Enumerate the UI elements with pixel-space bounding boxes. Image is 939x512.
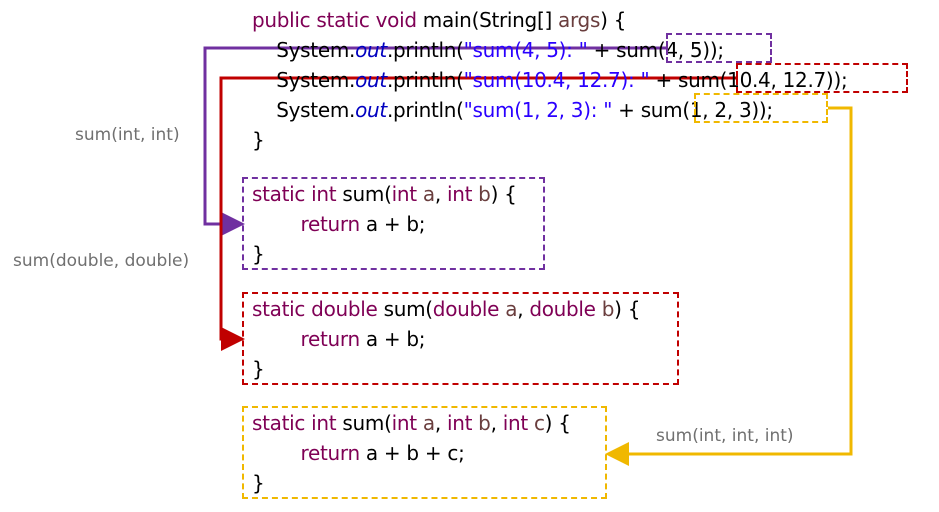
call-sum-10-4-12-7: sum(10.4, 12.7) <box>677 68 834 92</box>
method-box-sum-double-double <box>242 292 679 385</box>
method-box-sum-int-int-int <box>242 406 607 499</box>
call-box-sum-double-double <box>736 63 908 93</box>
label-sum-int-int-int: sum(int, int, int) <box>656 426 794 446</box>
method-box-sum-int-int <box>242 177 545 270</box>
label-sum-int-int: sum(int, int) <box>75 125 180 145</box>
main-signature: public static void main(String[] args) { <box>252 8 627 32</box>
arrow-sum-int-int <box>203 46 668 236</box>
main-close-brace: } <box>252 128 265 152</box>
call-sum-1-2-3: sum(1, 2, 3) <box>640 98 759 122</box>
call-sum-4-5: sum(4, 5) <box>616 38 710 62</box>
method-sum-double-double-code: static double sum(double a, double b) { … <box>252 297 641 381</box>
method-sum-int-int-code: static int sum(int a, int b) { return a … <box>252 182 517 266</box>
arrow-sum-int-int-int <box>605 106 853 466</box>
println-line-3: System.out.println("sum(1, 2, 3): " + su… <box>276 98 773 122</box>
arrow-sum-double-double <box>219 76 738 351</box>
println-line-1: System.out.println("sum(4, 5): " + sum(4… <box>276 38 724 62</box>
main-method-code: public static void main(String[] args) {… <box>252 5 848 155</box>
println-line-2: System.out.println("sum(10.4, 12.7): " +… <box>276 68 848 92</box>
label-sum-double-double: sum(double, double) <box>13 251 190 271</box>
call-box-sum-int-int <box>666 33 772 63</box>
method-sum-int-int-int-code: static int sum(int a, int b, int c) { re… <box>252 411 571 495</box>
call-box-sum-int-int-int <box>694 93 828 123</box>
